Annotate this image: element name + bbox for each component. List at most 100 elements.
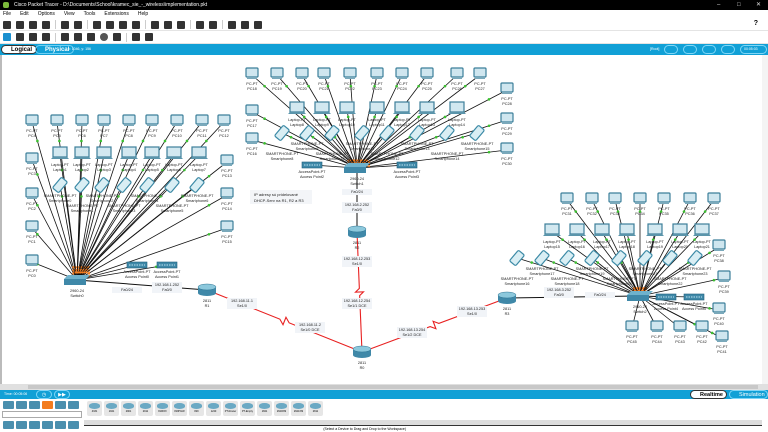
device-model-2621xm[interactable]: 2621XM — [291, 401, 306, 416]
ethernet-link[interactable] — [31, 121, 78, 281]
device-model-819iox[interactable]: 819IOX — [155, 401, 170, 416]
pc-pc16[interactable] — [245, 132, 259, 144]
pc-pc29[interactable] — [500, 112, 514, 124]
smartphone-smartphone5[interactable] — [164, 177, 180, 193]
ethernet-link[interactable] — [356, 74, 378, 169]
smartphone-smartphone13[interactable] — [409, 125, 425, 141]
ethernet-link[interactable] — [541, 257, 641, 297]
wireless-icon[interactable] — [42, 421, 53, 429]
ap-accesspoint2[interactable] — [301, 161, 323, 169]
wizard-icon[interactable] — [74, 20, 82, 29]
device-model-pt-empty[interactable]: PT-Empty — [240, 401, 255, 416]
menu-options[interactable]: Options — [37, 11, 55, 17]
ethernet-link[interactable] — [76, 264, 168, 281]
ethernet-link[interactable] — [516, 257, 641, 297]
router-r1[interactable] — [197, 283, 217, 296]
power-cycle-icon[interactable]: ◷ — [36, 390, 52, 399]
zoom-out-icon[interactable] — [196, 20, 204, 29]
ethernet-link[interactable] — [566, 257, 641, 297]
laptop-laptop17[interactable] — [593, 223, 611, 236]
device-model-2901[interactable]: 2901 — [121, 401, 136, 416]
copy-icon[interactable] — [106, 20, 114, 29]
ethernet-link[interactable] — [639, 277, 725, 297]
rectangle-icon[interactable] — [87, 33, 95, 41]
menu-view[interactable]: View — [63, 11, 75, 17]
ethernet-link[interactable] — [639, 231, 703, 297]
ethernet-link[interactable] — [356, 109, 378, 169]
switch-switch1[interactable] — [344, 163, 370, 173]
menu-tools[interactable]: Tools — [83, 11, 96, 17]
fast-forward-icon[interactable]: ▶▶ — [54, 390, 70, 399]
pc-pc20[interactable] — [295, 67, 309, 79]
connections-icon[interactable] — [42, 401, 53, 409]
ethernet-link[interactable] — [639, 295, 681, 329]
ap-accesspoint1[interactable] — [156, 261, 178, 269]
smartphone-smartphone1[interactable] — [74, 177, 90, 193]
smartphone-smartphone14[interactable] — [439, 125, 455, 141]
pc-pc30[interactable] — [500, 142, 514, 154]
ethernet-link[interactable] — [276, 74, 358, 169]
ethernet-link[interactable] — [76, 184, 173, 281]
ethernet-link[interactable] — [614, 199, 641, 297]
laptop-laptop21[interactable] — [693, 223, 711, 236]
help-button[interactable]: ? — [753, 20, 758, 27]
print-icon[interactable] — [42, 20, 50, 29]
close-button[interactable]: ✕ — [756, 2, 762, 8]
ethernet-link[interactable] — [251, 74, 358, 169]
smartphone-smartphone2[interactable] — [94, 177, 110, 193]
ethernet-link[interactable] — [626, 231, 641, 297]
custom-device-icon[interactable] — [228, 20, 236, 29]
add-simple-pdu-icon[interactable] — [132, 33, 140, 41]
vertical-scrollbar[interactable] — [762, 55, 768, 384]
pc-pc32[interactable] — [585, 192, 599, 204]
ethernet-link[interactable] — [356, 132, 478, 169]
routers-icon[interactable] — [3, 421, 14, 429]
ethernet-link[interactable] — [639, 246, 720, 297]
ethernet-link[interactable] — [76, 121, 178, 281]
ethernet-link[interactable] — [639, 257, 671, 297]
smartphone-smartphone18[interactable] — [559, 250, 575, 266]
device-model-4331[interactable]: 4331 — [87, 401, 102, 416]
ethernet-link[interactable] — [76, 121, 153, 281]
pc-pc4[interactable] — [25, 114, 39, 126]
device-model-829[interactable]: 829 — [189, 401, 204, 416]
ethernet-link[interactable] — [356, 89, 508, 169]
undo-icon[interactable] — [132, 20, 140, 29]
pc-pc34[interactable] — [633, 192, 647, 204]
smartphone-smartphone20[interactable] — [611, 250, 627, 266]
menu-edit[interactable]: Edit — [20, 11, 29, 17]
ethernet-link[interactable] — [31, 159, 78, 281]
pc-pc6[interactable] — [75, 114, 89, 126]
ap-accesspoint5[interactable] — [683, 293, 705, 301]
ethernet-link[interactable] — [591, 199, 641, 297]
switch-switch2[interactable] — [627, 291, 653, 301]
device-model-1941[interactable]: 1941 — [104, 401, 119, 416]
pc-pc44[interactable] — [650, 320, 664, 332]
simulation-mode-button[interactable]: Simulation — [729, 390, 768, 399]
laptop-laptop14[interactable] — [448, 101, 466, 114]
pc-pc0[interactable] — [25, 254, 39, 266]
pc-pc26[interactable] — [450, 67, 464, 79]
select-icon[interactable] — [3, 33, 11, 41]
viewport-clock-button[interactable] — [740, 45, 767, 54]
pc-pc41[interactable] — [715, 330, 729, 342]
ethernet-link[interactable] — [321, 109, 358, 169]
ethernet-link[interactable] — [356, 109, 403, 169]
viewport-icon[interactable] — [241, 20, 249, 29]
smartphone-smartphone19[interactable] — [584, 250, 600, 266]
ethernet-link[interactable] — [356, 149, 508, 169]
laptop-laptop8[interactable] — [288, 101, 306, 114]
ethernet-link[interactable] — [331, 132, 358, 169]
maximize-button[interactable]: □ — [737, 2, 741, 8]
security-icon[interactable] — [55, 421, 66, 429]
smartphone-smartphone16[interactable] — [509, 250, 525, 266]
device-model-2620xm[interactable]: 2620XM — [274, 401, 289, 416]
pc-pc38[interactable] — [712, 239, 726, 251]
ethernet-link[interactable] — [281, 132, 358, 169]
ethernet-link[interactable] — [356, 132, 448, 169]
multiuser-icon[interactable] — [68, 401, 79, 409]
laptop-laptop18[interactable] — [618, 223, 636, 236]
scrollbar-thumb[interactable] — [28, 385, 758, 389]
minimize-button[interactable]: – — [717, 2, 721, 8]
menu-file[interactable]: File — [3, 11, 12, 17]
